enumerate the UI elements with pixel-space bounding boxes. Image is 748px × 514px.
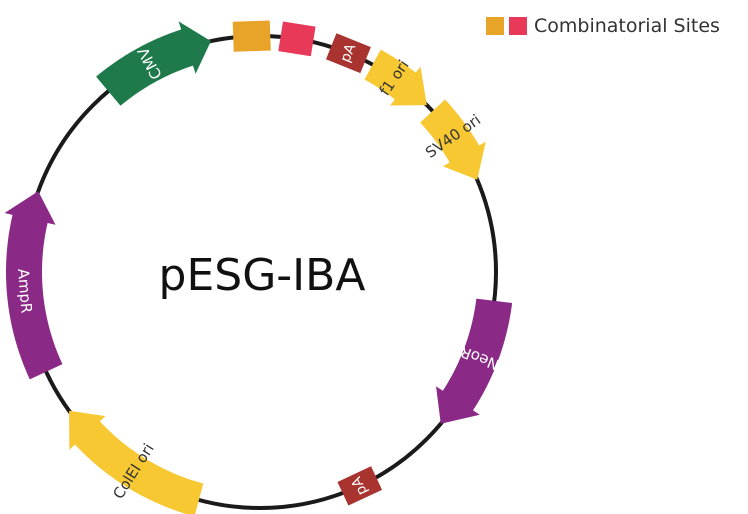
feature-box <box>337 466 383 506</box>
plasmid-name: pESG-IBA <box>159 250 366 301</box>
legend-swatch-red <box>509 17 527 35</box>
feature-cmv: CMV <box>96 21 211 106</box>
feature-ampr: AmpR <box>4 191 63 380</box>
feature-label-ampr: AmpR <box>14 268 36 314</box>
feature-pa-top: pA <box>325 33 371 74</box>
feature-arrow <box>96 21 211 106</box>
feature-label-pa-top: pA <box>338 41 360 65</box>
feature-box <box>278 21 316 57</box>
feature-colei-ori: ColEI ori <box>69 410 204 514</box>
feature-arrow <box>420 99 486 180</box>
feature-sv40-ori: SV40 ori <box>420 99 486 180</box>
legend-label: Combinatorial Sites <box>534 15 720 37</box>
feature-site-orange <box>232 20 271 52</box>
feature-arrow <box>364 49 427 106</box>
feature-label-pa-bottom: pA <box>348 474 370 498</box>
feature-neor: NeoR <box>436 298 513 424</box>
feature-box <box>325 33 371 74</box>
legend: Combinatorial Sites <box>486 14 720 38</box>
feature-arrow <box>436 298 513 424</box>
feature-box <box>232 20 271 52</box>
feature-arrow <box>4 191 63 380</box>
feature-f1-ori: f1 ori <box>364 49 427 106</box>
feature-arrow <box>69 410 204 514</box>
feature-pa-bottom: pA <box>337 466 383 506</box>
feature-site-red <box>278 21 316 57</box>
legend-swatch-orange <box>486 17 504 35</box>
